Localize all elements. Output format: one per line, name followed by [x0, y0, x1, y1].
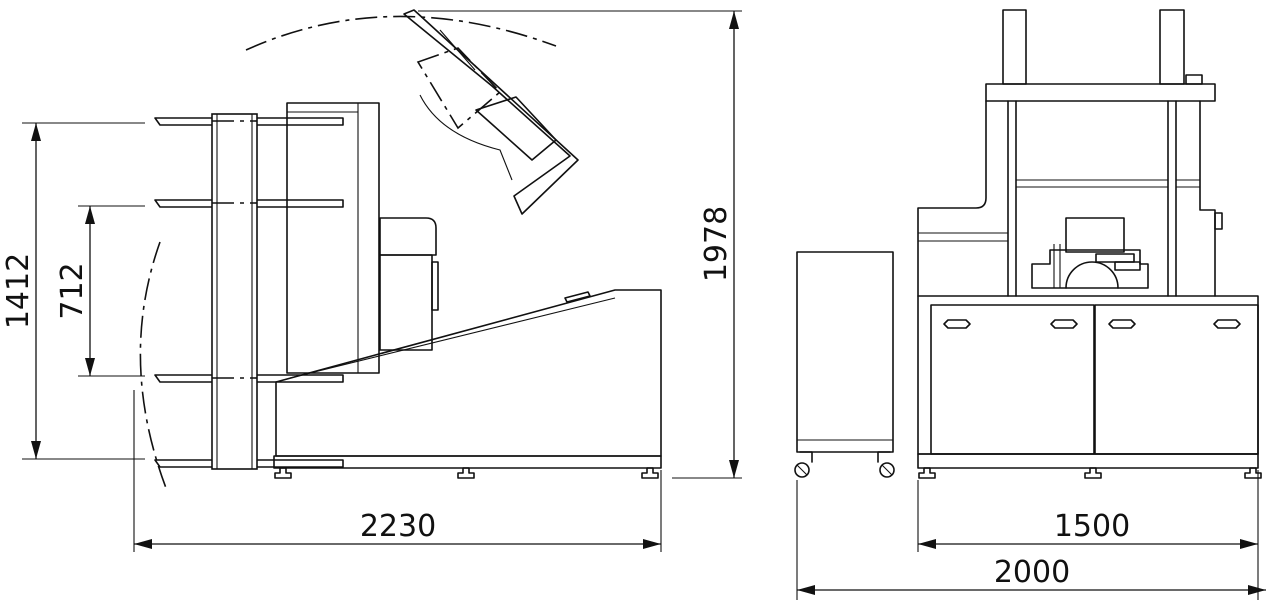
ramp-base	[275, 289, 662, 457]
dim-label-1500: 1500	[1054, 509, 1130, 544]
lower-cabinet	[917, 295, 1259, 455]
door-handles	[943, 319, 1241, 329]
foot-2	[457, 467, 475, 479]
dim-label-712: 712	[55, 262, 90, 319]
motor-body	[379, 254, 433, 351]
foot-1	[274, 467, 292, 479]
side-frame-right	[1199, 100, 1216, 297]
ramp-handle	[564, 291, 591, 303]
cabinet-body	[286, 102, 380, 374]
tray-top	[154, 117, 344, 126]
foot-3	[641, 467, 659, 479]
pipe-right	[1159, 9, 1185, 85]
column-frame	[211, 113, 258, 470]
swing-arc-upper	[245, 15, 557, 51]
dim-label-2230: 2230	[360, 509, 436, 544]
tray-middle	[154, 199, 344, 208]
side-frame-left	[917, 100, 987, 297]
front-base-plate	[917, 453, 1259, 469]
control-cabinet	[796, 251, 894, 453]
top-header	[985, 83, 1216, 102]
dim-label-2000: 2000	[994, 555, 1070, 590]
tray-lower	[154, 374, 344, 383]
caster-left	[794, 462, 810, 478]
tilted-tray	[403, 9, 579, 215]
front-view	[794, 9, 1262, 600]
dim-label-1412: 1412	[1, 253, 36, 329]
side-view	[22, 9, 742, 552]
tray-bottom	[154, 459, 344, 468]
swing-arc-lower	[139, 241, 167, 489]
motor-top	[379, 217, 437, 256]
motor-terminal	[431, 261, 439, 311]
caster-right	[879, 462, 895, 478]
front-mechanism	[1031, 217, 1149, 289]
pipe-left	[1002, 9, 1027, 85]
dim-label-1978: 1978	[699, 206, 734, 282]
dimension-lines	[31, 11, 1266, 595]
